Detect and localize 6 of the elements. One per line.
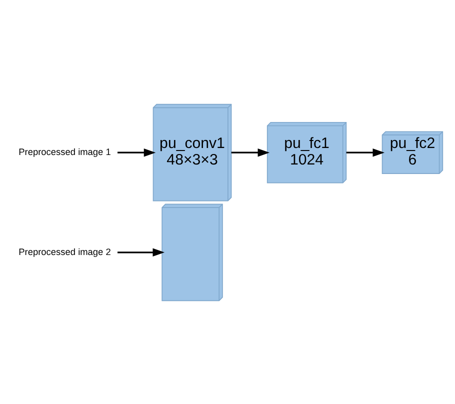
node-text: Preprocessed image 2 [18, 246, 111, 256]
arrow [118, 248, 165, 256]
arrow [231, 148, 270, 156]
arrow [346, 148, 384, 156]
arrow [118, 148, 156, 156]
node-text: Preprocessed image 1 [18, 146, 111, 156]
